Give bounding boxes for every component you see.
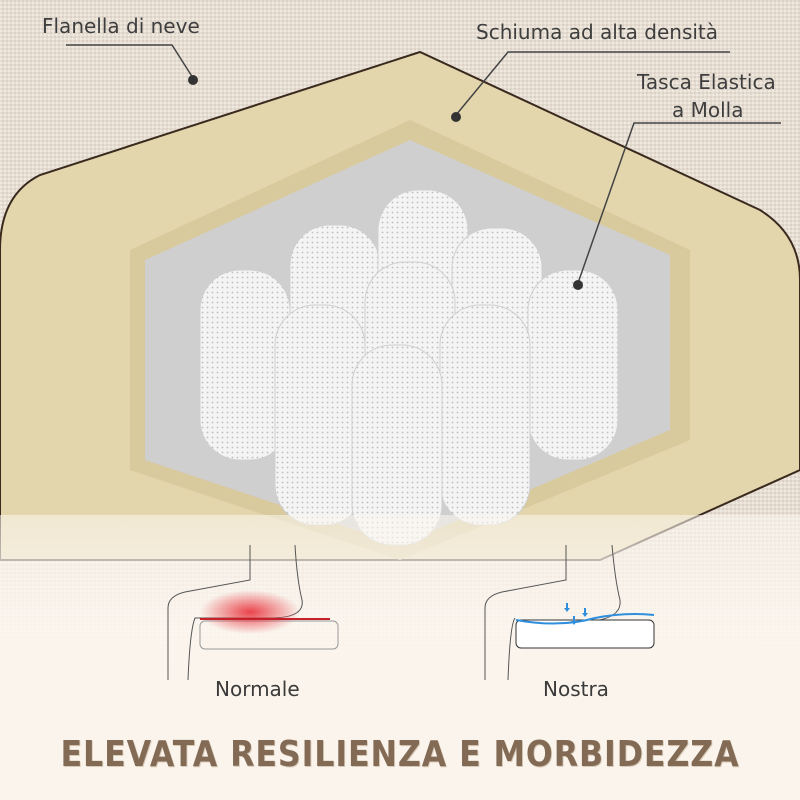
callout-springs-line1: Tasca Elastica [637, 70, 776, 94]
ours-comparison-figure [484, 544, 655, 681]
callout-lines [66, 44, 781, 284]
caption-normal: Normale [215, 677, 300, 701]
pocket-springs [199, 189, 619, 546]
headline: ELEVATA RESILIENZA E MORBIDEZZA [60, 734, 740, 775]
callout-dots [188, 75, 583, 290]
pressure-point-icon [200, 590, 300, 634]
even-support-curve [515, 613, 655, 625]
callout-springs-line2: a Molla [672, 98, 744, 122]
caption-ours: Nostra [543, 677, 609, 701]
comparison-panel [0, 515, 800, 800]
callout-flannel: Flanella di neve [42, 14, 200, 38]
support-arrows-icon [564, 603, 588, 625]
callout-foam: Schiuma ad alta densità [476, 20, 719, 44]
